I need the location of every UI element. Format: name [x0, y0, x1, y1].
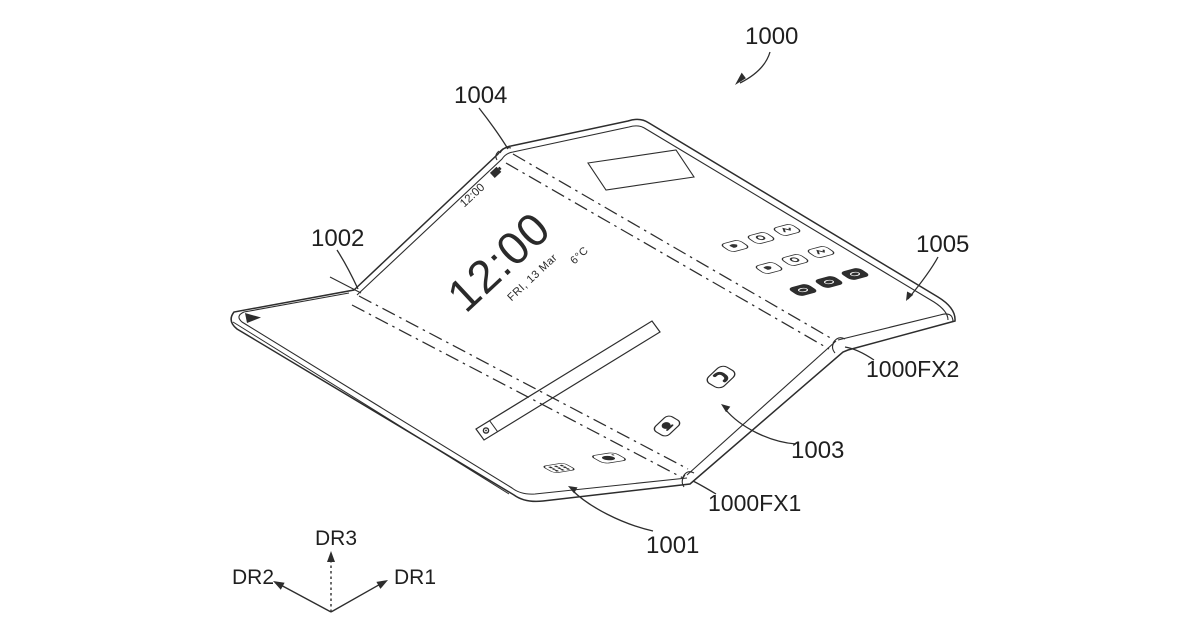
- app-grid-3x3: [721, 224, 869, 296]
- hinge-mark-fx1: [681, 471, 695, 488]
- axis-dr1-label: DR1: [394, 566, 436, 589]
- axis-dr2-line: [276, 582, 332, 613]
- arrowhead: [376, 580, 388, 589]
- svg-text:1003: 1003: [791, 437, 844, 464]
- reference-labels: 1000 1004 1002 1005 1000FX2 1003 1000FX1: [311, 23, 969, 559]
- tri-fold-device: [230, 118, 956, 503]
- hinge-mark-fx2: [831, 337, 846, 354]
- fold-line-fx1: [351, 295, 689, 479]
- svg-text:1002: 1002: [311, 225, 364, 252]
- direction-axes: DR3 DR2 DR1: [232, 527, 436, 613]
- app-icon: [773, 224, 801, 236]
- ref-label-1001: 1001: [568, 486, 699, 559]
- phone-app-icon: [706, 365, 736, 389]
- battery-icon: [489, 166, 502, 178]
- panel-edge-wing-side: [232, 321, 510, 495]
- search-widget-bar: [475, 320, 661, 441]
- panel-edge-right-bottom: [837, 313, 954, 341]
- app-icon: [781, 254, 809, 266]
- ref-label-1000fx1: 1000FX1: [692, 480, 801, 516]
- hinge-mark-left-tick: [329, 276, 362, 294]
- ref-label-1005: 1005: [906, 231, 969, 301]
- hinge-mark-top: [495, 147, 512, 161]
- ref-label-1000: 1000: [735, 23, 798, 85]
- app-icon: [807, 246, 835, 258]
- main-screen-content: 12:00 12:00 FRI, 13 Mar 6°C: [437, 166, 736, 441]
- arrowhead: [906, 291, 914, 301]
- svg-text:1005: 1005: [916, 231, 969, 258]
- axis-dr2-label: DR2: [232, 566, 274, 589]
- svg-text:1000FX1: 1000FX1: [708, 490, 801, 516]
- app-icon-dark: [841, 268, 869, 280]
- axis-dr3-label: DR3: [315, 527, 357, 550]
- ref-label-1000fx2: 1000FX2: [844, 346, 959, 382]
- arrowhead: [721, 404, 731, 413]
- ref-label-1003: 1003: [721, 404, 844, 464]
- app-icon-dark: [815, 276, 843, 288]
- camera-lens-icon: [592, 452, 626, 464]
- fold-line-fx2: [505, 153, 835, 350]
- arrowhead: [273, 581, 285, 590]
- device-silhouette: [230, 118, 956, 503]
- axis-dr1-line: [330, 581, 385, 613]
- arrowhead: [327, 551, 335, 562]
- svg-text:1001: 1001: [646, 532, 699, 559]
- panel-edge-top-inner: [356, 125, 949, 321]
- app-icon-dark: [789, 284, 817, 296]
- app-icon: [747, 232, 775, 244]
- bell-app-icon: [653, 415, 681, 437]
- ref-label-1004: 1004: [454, 82, 509, 150]
- ref-label-1002: 1002: [311, 225, 364, 290]
- fingerprint-grid-icon: [543, 463, 575, 473]
- panel-edge-middle-bottom: [686, 340, 837, 476]
- app-icon: [721, 240, 749, 252]
- arrowhead: [735, 72, 746, 85]
- clock-widget: 12:00 FRI, 13 Mar 6°C: [437, 202, 591, 322]
- svg-text:1000FX2: 1000FX2: [866, 356, 959, 382]
- arrowhead: [568, 486, 578, 494]
- clock-temperature: 6°C: [568, 245, 591, 267]
- right-panel-content: [587, 149, 869, 296]
- app-icon: [755, 262, 783, 274]
- panel-edge-wing-inner: [238, 292, 688, 495]
- svg-text:1004: 1004: [454, 82, 507, 109]
- play-triangle-icon: [245, 313, 261, 323]
- widget-outline: [587, 149, 695, 191]
- search-glyph-icon: [482, 427, 490, 434]
- left-panel-content: [245, 313, 626, 473]
- svg-text:1000: 1000: [745, 23, 798, 50]
